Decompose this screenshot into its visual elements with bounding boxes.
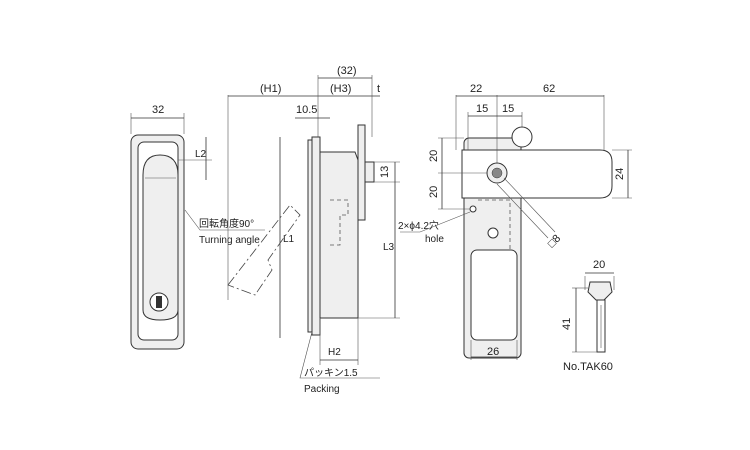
packing-en: Packing	[304, 384, 340, 395]
hole-en: hole	[425, 234, 444, 245]
front-view: 32 L2 回転角度90° Turning angle	[130, 104, 265, 350]
side-packing	[307, 139, 313, 333]
key-head	[587, 281, 613, 301]
dim-10-5: 10.5	[296, 104, 317, 116]
dim-22: 22	[470, 83, 482, 95]
mount-hole-upper	[469, 205, 477, 213]
dim-h2: H2	[328, 347, 341, 358]
dim-20-upper: 20	[428, 150, 440, 162]
key-dim-20: 20	[593, 259, 605, 271]
dim-width-32: 32	[152, 104, 164, 116]
dim-15-left: 15	[476, 103, 488, 115]
side-cam	[357, 124, 366, 221]
dim-62: 62	[543, 83, 555, 95]
rear-view: 22 62 15 15 20 20 24 2×ϕ4.2穴 hole □8 26	[398, 83, 632, 360]
key-dim-41: 41	[561, 318, 573, 330]
turning-angle-en: Turning angle	[199, 235, 260, 246]
dim-32-paren: (32)	[337, 65, 357, 77]
dim-l3: L3	[383, 242, 395, 253]
dim-l1: L1	[283, 234, 295, 245]
side-flange	[311, 136, 321, 336]
rear-cam-plate	[461, 149, 613, 199]
turning-angle-jp: 回転角度90°	[199, 217, 254, 230]
front-handle	[142, 154, 179, 321]
cam-lobe	[511, 126, 533, 148]
hole-jp: 2×ϕ4.2穴	[398, 219, 439, 232]
dim-24: 24	[614, 168, 626, 180]
side-body	[319, 151, 359, 319]
rotated-handle-outline	[227, 204, 301, 296]
dim-l2: L2	[195, 149, 207, 160]
packing-jp: パッキン1.5	[304, 367, 358, 379]
dim-13: 13	[379, 166, 391, 178]
l1-dimension: L1	[227, 137, 301, 338]
mount-hole-lower	[487, 227, 499, 239]
dim-15-right: 15	[502, 103, 514, 115]
side-screw	[364, 161, 375, 183]
key-view: 20 41 No.TAK60	[561, 259, 615, 373]
dim-h3: (H3)	[330, 83, 351, 95]
key-model-number: No.TAK60	[563, 361, 613, 373]
key-slot	[156, 296, 162, 308]
rear-lower-cover	[470, 249, 518, 341]
dim-20-lower: 20	[428, 186, 440, 198]
dim-t: t	[377, 83, 380, 95]
dim-h1: (H1)	[260, 83, 281, 95]
dim-square-8: □8	[546, 233, 564, 251]
dim-26: 26	[487, 346, 499, 358]
side-view: (H1) (H3) (32) t 10.5 13 L3 H2 パッキン1.5 P…	[227, 65, 400, 395]
